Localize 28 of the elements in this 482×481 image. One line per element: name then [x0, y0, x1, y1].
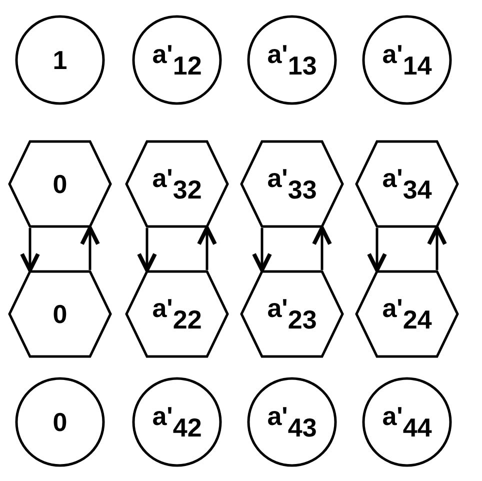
circle-node [15, 15, 105, 105]
node-label: 1 [52, 44, 68, 76]
arrow [252, 228, 272, 272]
arrow [197, 226, 217, 270]
hexagon-node [125, 140, 229, 228]
hexagon-node [8, 270, 112, 358]
arrow [137, 228, 157, 272]
arrow [312, 226, 332, 270]
circle-node [132, 377, 222, 467]
node-label: 0 [52, 168, 68, 200]
hexagon-node [355, 270, 459, 358]
hexagon-node [240, 270, 344, 358]
circle-node [362, 377, 452, 467]
circle-node [247, 15, 337, 105]
hexagon-node [240, 140, 344, 228]
circle-node [362, 15, 452, 105]
node-label: 0 [52, 406, 68, 438]
hexagon-node [125, 270, 229, 358]
circle-node [15, 377, 105, 467]
arrow [427, 226, 447, 270]
arrow [80, 226, 100, 270]
arrow [367, 228, 387, 272]
arrow [20, 228, 40, 272]
circle-node [247, 377, 337, 467]
hexagon-node [355, 140, 459, 228]
hexagon-node [8, 140, 112, 228]
circle-node [132, 15, 222, 105]
node-label: 0 [52, 298, 68, 330]
